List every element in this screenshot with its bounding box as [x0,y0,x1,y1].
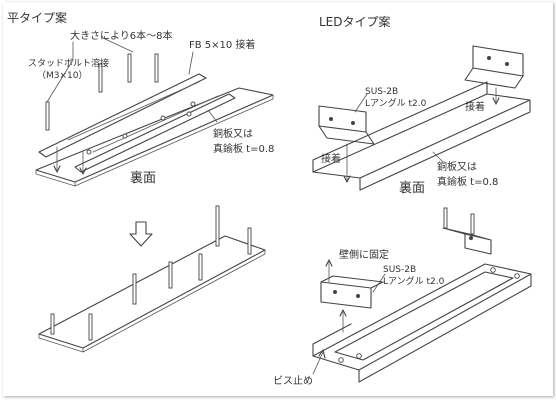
stud [132,273,137,305]
flat-back-label: 裏面 [130,171,156,186]
led-angle-right-flange [464,67,524,89]
angle2-note-2: Lアングル t2.0 [383,275,445,287]
up-arrow-head-2 [339,309,347,317]
led-type-drawing: LEDタイプ案 SUS-2B Lアングル t2.0 接着 接着 銅板又は 真鍮板… [312,14,531,196]
led-plate-note-2: 真鍮板 t=0.8 [437,175,498,188]
angle-leader [354,93,368,113]
fb-leader [188,51,194,75]
flat-back-plate [38,235,266,349]
down-arrow-icon [129,221,153,247]
bolt-dot [351,121,355,125]
stud [45,101,50,131]
led-plate-leader [432,151,444,163]
flat-plate-note-1: 銅板又は [213,127,253,140]
led-tray-inner [334,271,514,361]
bolt-dot [329,117,333,121]
led-back-angle-left-top [320,275,384,289]
flat-arrow-head-2 [79,167,87,175]
bolt-dot [487,56,491,60]
stud-leader [46,41,74,103]
led-back-drawing: 壁側に固定 SUS-2B Lアングル t2.0 ビス止め [273,207,532,387]
led-back-angle-right [442,227,492,241]
led-angle-note-1: SUS-2B [365,87,398,97]
hole [514,273,520,279]
bolt-dot [333,290,337,294]
led-weld-right: 接着 [465,100,485,113]
up-arrow-head [325,259,333,267]
stud [88,313,93,341]
bolt-dot [469,236,473,240]
led-type-title: LEDタイプ案 [319,14,391,29]
flat-base-plate-edge-right [74,94,274,187]
screw-note: ビス止め [273,375,313,387]
bolt-dot [505,62,509,66]
bolt-dot [356,294,360,298]
led-weld-left: 接着 [321,152,341,165]
stud [168,261,173,289]
led-back-angle-right-flange [464,233,492,255]
stud-sub-note: （M3×10） [37,70,88,81]
stud [98,63,103,93]
hole [186,111,192,117]
hole [160,115,166,121]
hole [122,133,128,139]
count-note: 大きさにより6本〜8本 [70,29,173,42]
angle2-leader [372,273,386,293]
led-tray-left-wall [312,323,352,357]
stud [443,207,448,229]
hole [356,353,362,359]
stud [215,205,220,247]
stud [198,253,203,281]
led-back-label: 裏面 [399,181,425,196]
led-plate-note-1: 銅板又は [437,160,477,173]
plate-leader [207,109,218,123]
led-angle-note-2: Lアングル t2.0 [365,97,427,109]
flat-bar-centerline-1 [67,81,200,141]
screw-arrow-head [318,349,326,359]
hole [86,149,92,155]
sketch-canvas: 平タイプ案 スタッドボルト溶接 [7,10,532,387]
flat-bar-right [74,93,236,173]
led-channel-back-wall [312,81,488,173]
sketch-sheet: 平タイプ案 スタッドボルト溶接 [3,2,553,396]
flat-plate-note-2: 真鍮板 t=0.8 [213,142,274,155]
led-angle-right [472,45,524,77]
flat-type-drawing: 平タイプ案 スタッドボルト溶接 [7,10,274,187]
flat-bar-left [38,73,207,158]
led-arrow-right-head [492,97,500,105]
hole [190,101,196,107]
flat-back-studs [50,205,252,341]
led-tray-front [358,273,532,383]
angle2-note-1: SUS-2B [383,265,416,275]
stud [127,53,132,83]
hole [338,357,344,363]
flat-back-drawing [38,205,266,353]
flat-arrow-head [53,165,61,173]
flat-back-plate-edge-right [82,249,266,353]
screw-leader [312,351,324,375]
stud [154,53,159,83]
wall-note: 壁側に固定 [339,248,389,261]
count-leader [102,37,134,53]
stud [470,213,475,235]
flat-bar-centerline-2 [92,95,219,153]
led-angle-left-flange [318,125,375,145]
led-angle-left [318,105,367,133]
fb-note: FB 5×10 接着 [189,38,255,51]
led-channel-front [359,99,531,191]
flat-base-plate-edge [35,169,76,187]
led-arrow-left-head [343,175,351,183]
led-back-angle-left [320,281,372,309]
stud [50,313,55,335]
flat-studs [45,53,159,131]
stud [247,227,252,255]
flat-type-title: 平タイプ案 [7,10,67,25]
flat-back-plate-edge [38,333,84,353]
stud-note: スタッドボルト溶接 [28,57,109,69]
hole [490,267,496,273]
